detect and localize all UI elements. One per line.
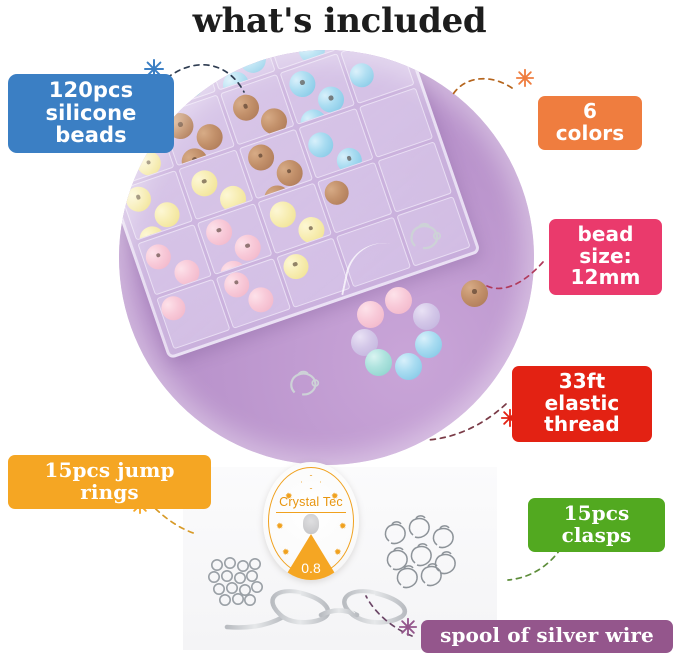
callout-clasps: 15pcs clasps (528, 498, 665, 553)
star-icon: ✹ (282, 547, 290, 557)
spool-brand-label: Crystal Tec (279, 495, 343, 509)
callout-silver-wire: spool of silver wire (421, 620, 673, 653)
callout-bead-size: bead size: 12mm (549, 219, 662, 295)
callout-silicone-beads: 120pcs silicone beads (8, 74, 174, 154)
product-photo-beadbox (119, 50, 534, 465)
loose-bead (461, 280, 488, 307)
spool-logo-icon (301, 475, 321, 489)
sparkle-icon-wire (398, 617, 418, 637)
spool-hub (303, 514, 319, 534)
page-title: what's included (192, 1, 487, 41)
sparkle-icon-colors (515, 68, 535, 88)
star-icon: ✹ (334, 547, 342, 557)
star-icon: ✹ (331, 491, 339, 501)
sparkle-icon-beads (144, 59, 164, 79)
star-icon: ✹ (339, 521, 347, 531)
jump-rings-cluster-icon (208, 557, 263, 606)
spool-divider (276, 512, 346, 514)
star-icon: ✹ (285, 491, 293, 501)
finished-bracelet (351, 287, 447, 383)
callout-colors: 6 colors (538, 96, 642, 151)
lobster-clasp-icon (410, 222, 442, 250)
lobster-clasp-icon (290, 370, 320, 396)
star-icon: ✹ (276, 521, 284, 531)
elastic-thread-spool: ✹ ✹ ✹ ✹ ✹ ✹ Crystal Tec 0.8 (263, 462, 359, 580)
callout-elastic-thread: 33ft elastic thread (512, 366, 652, 442)
callout-jump-rings: 15pcs jump rings (8, 455, 211, 510)
clasps-cluster-icon (384, 515, 456, 589)
connector-colors (451, 77, 513, 97)
spool-gauge-label: 0.8 (301, 560, 321, 576)
